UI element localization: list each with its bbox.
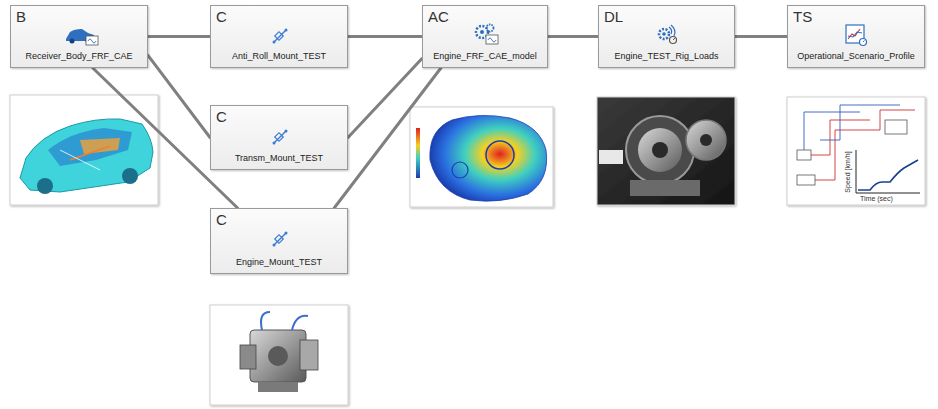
engine-rig-picture	[638, 128, 682, 172]
scenario-chart-picture	[885, 120, 907, 134]
engine-fea-picture	[486, 141, 514, 169]
engine-mount-picture	[258, 382, 298, 392]
car-body-picture	[37, 178, 53, 194]
component-box: C Transm_Mount_TEST	[210, 105, 348, 170]
engine-mount-picture	[240, 345, 256, 369]
car-body-picture	[80, 138, 120, 154]
connector-line	[334, 68, 441, 208]
box-label: Transm_Mount_TEST	[235, 153, 323, 164]
connector-line	[348, 35, 422, 38]
engine-rig-picture	[599, 150, 623, 164]
scenario-chart-picture	[858, 160, 918, 190]
engine-fea-picture	[416, 128, 420, 178]
box-label: Receiver_Body_FRF_CAE	[25, 51, 132, 62]
box-label: Operational_Scenario_Profile	[797, 51, 915, 62]
component-box: DL Engine_TEST_Rig_Loads	[598, 5, 735, 68]
scenario-chart-picture	[815, 110, 915, 180]
scenario-chart-picture	[811, 120, 870, 155]
engine-mount-picture	[292, 316, 308, 330]
category-letter: C	[216, 8, 227, 25]
scenario-chart-picture	[797, 150, 811, 160]
component-box: C Engine_Mount_TEST	[210, 208, 348, 274]
box-label: Engine_TEST_Rig_Loads	[614, 51, 718, 62]
scenario-chart-picture	[804, 112, 860, 150]
scenario-chart-picture	[787, 97, 925, 205]
engine-mount-picture	[268, 346, 288, 366]
engine-mount-picture	[210, 305, 348, 405]
engine-fea-picture	[410, 107, 553, 207]
axis-label: Speed [km/h]	[844, 151, 852, 192]
category-letter: DL	[604, 8, 623, 25]
scenario-chart-picture	[797, 175, 815, 185]
engine-fea-picture	[452, 162, 468, 178]
component-box: TS Operational_Scenario_Profile	[787, 5, 925, 68]
engine-rig-picture	[652, 142, 668, 158]
engine-rig-picture	[597, 97, 735, 205]
category-letter: C	[216, 108, 227, 125]
engine-mount-picture	[250, 330, 306, 382]
connector-line	[348, 59, 422, 138]
engine-mount-picture	[261, 312, 270, 330]
engine-mount-picture	[210, 305, 348, 405]
component-box: C Anti_Roll_Mount_TEST	[210, 5, 348, 68]
engine-rig-picture	[597, 97, 735, 205]
connector-line	[148, 55, 210, 137]
box-label: Engine_Mount_TEST	[236, 257, 322, 268]
connector-line	[548, 35, 598, 38]
category-letter: B	[16, 8, 26, 25]
engine-rig-picture	[626, 116, 694, 184]
engine-rig-picture	[686, 120, 726, 160]
engine-rig-picture	[700, 134, 712, 146]
engine-mount-picture	[300, 340, 318, 370]
car-body-picture	[60, 150, 100, 170]
engine-rig-picture	[630, 180, 700, 196]
category-letter: C	[216, 211, 227, 228]
car-body-picture	[122, 168, 138, 184]
category-letter: AC	[428, 8, 449, 25]
connector-line	[148, 35, 210, 38]
engine-fea-picture	[410, 107, 553, 207]
car-body-picture	[48, 128, 132, 166]
category-letter: TS	[793, 8, 812, 25]
scenario-chart-picture	[856, 150, 857, 193]
scenario-chart-picture	[820, 105, 900, 140]
axis-label: Time (sec)	[860, 195, 893, 203]
box-label: Engine_FRF_CAE_model	[433, 51, 537, 62]
component-box: B Receiver_Body_FRF_CAE	[10, 5, 148, 68]
scenario-chart-picture	[787, 97, 925, 205]
component-box: AC Engine_FRF_CAE_model	[422, 5, 548, 68]
connector-line	[735, 35, 787, 38]
scenario-chart-picture	[856, 193, 920, 194]
box-label: Anti_Roll_Mount_TEST	[232, 51, 326, 62]
engine-fea-picture	[430, 115, 547, 201]
